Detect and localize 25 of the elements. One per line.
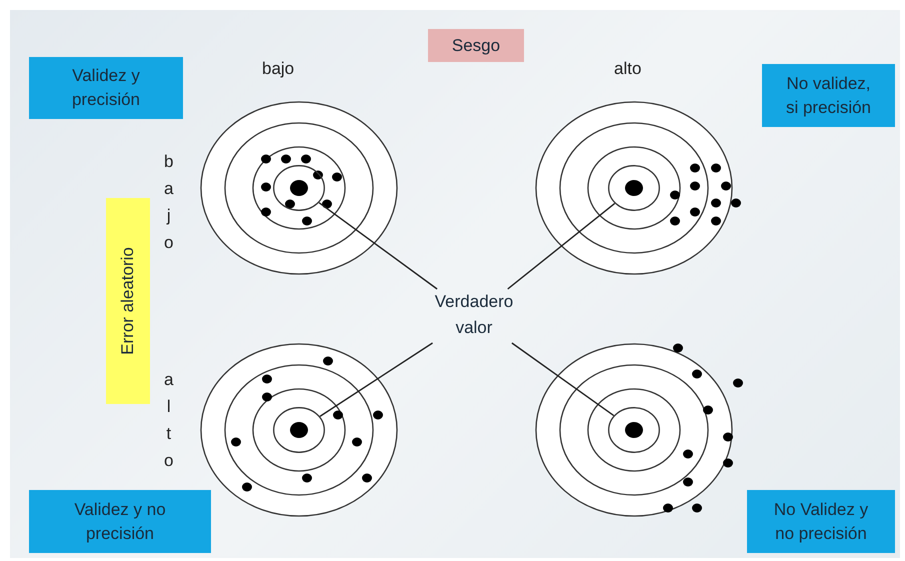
box-text: Error aleatorio [117,247,138,355]
label-box [29,490,211,553]
axis-label: bajo [164,151,174,254]
box-text: No validez, si precisión [784,72,872,118]
leader-line [511,342,614,416]
callout-text: Verdadero valor [420,289,528,343]
axis-label: bajo [262,58,294,80]
label-box [106,198,150,404]
bullseye-ring [273,165,325,211]
bullseye-ring [608,407,660,453]
box-text: Validez y no precisión [73,498,167,544]
box-text: Validez y precisión [70,65,142,111]
label-box [29,57,183,119]
label-box [747,490,895,553]
bullseye-ring [273,407,325,453]
bullseye-ring [608,165,660,211]
label-box [762,64,895,127]
leader-line [320,342,433,417]
leader-line [507,202,616,290]
leader-line [318,202,438,290]
box-text: No Validez y no precisión [772,498,870,544]
box-text: Sesgo [452,34,500,56]
axis-label: alto [164,369,174,472]
label-box [428,29,524,62]
axis-label: alto [614,58,642,80]
